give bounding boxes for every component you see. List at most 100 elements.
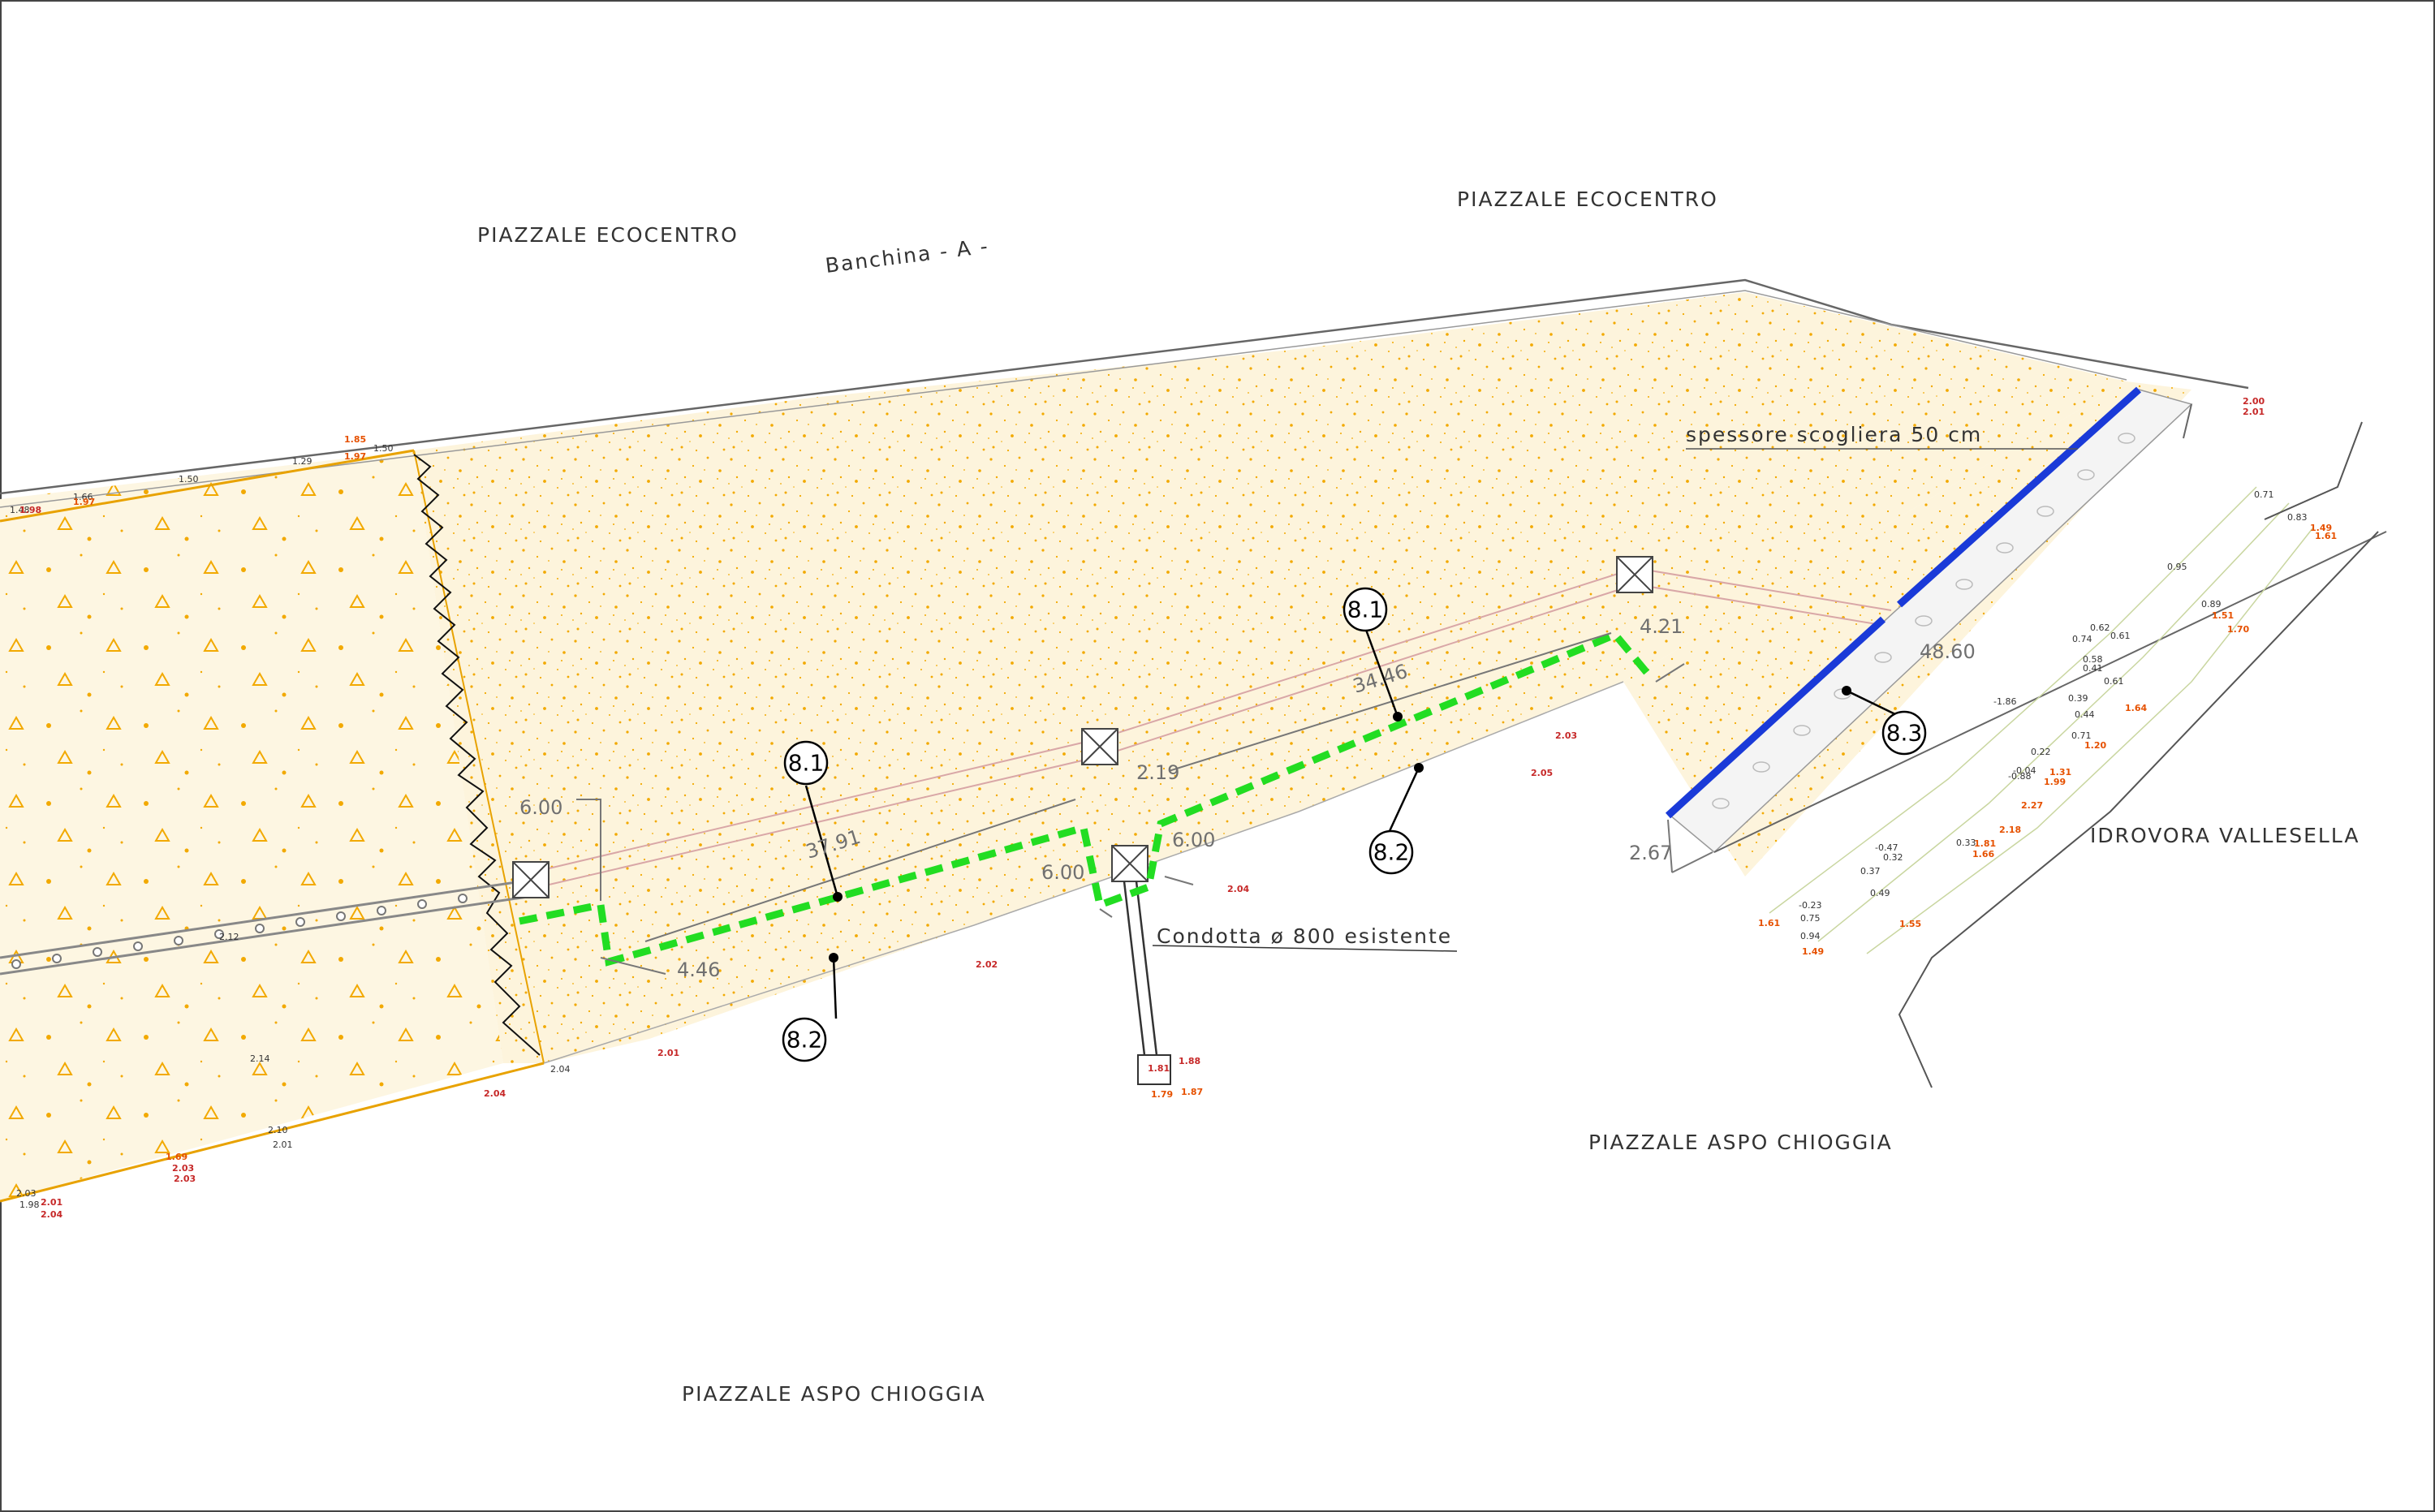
svg-text:2.01: 2.01 <box>657 1048 679 1058</box>
svg-text:0.71: 0.71 <box>2254 489 2274 500</box>
pipe-nodes-left <box>11 894 468 969</box>
svg-text:1.49: 1.49 <box>2310 523 2332 533</box>
svg-text:1.50: 1.50 <box>179 474 199 485</box>
orange-boundary <box>0 449 415 523</box>
svg-text:0.61: 0.61 <box>2104 676 2124 687</box>
svg-text:1.55: 1.55 <box>1899 919 1921 929</box>
svg-text:1.48: 1.48 <box>10 505 30 515</box>
manhole-4 <box>1616 556 1653 593</box>
right-bank-line <box>1898 531 2379 1088</box>
svg-text:-0.23: -0.23 <box>1799 900 1821 911</box>
svg-text:1.66: 1.66 <box>1972 849 1994 859</box>
dim-48-60: 48.60 <box>1920 640 1976 663</box>
svg-text:0.75: 0.75 <box>1800 913 1821 924</box>
svg-text:1.49: 1.49 <box>1802 946 1824 957</box>
svg-text:2.03: 2.03 <box>1555 730 1577 741</box>
svg-text:0.58: 0.58 <box>2083 654 2103 665</box>
svg-text:0.37: 0.37 <box>1860 866 1881 877</box>
quay-edge-outer <box>0 278 2249 495</box>
svg-text:1.98: 1.98 <box>19 505 41 515</box>
svg-text:0.62: 0.62 <box>2090 622 2110 633</box>
zigzag-cut-line <box>413 454 541 1056</box>
dim-4-21: 4.21 <box>1640 615 1683 638</box>
svg-text:0.71: 0.71 <box>2071 730 2092 741</box>
svg-text:1.66: 1.66 <box>73 492 93 502</box>
svg-text:1.61: 1.61 <box>2315 531 2337 541</box>
svg-text:2.00: 2.00 <box>2243 396 2265 407</box>
spot-heights-center: 2.01 2.04 2.02 2.04 2.03 2.05 <box>550 730 1577 1075</box>
dimension-lines <box>576 632 1713 975</box>
svg-text:1.81: 1.81 <box>1974 838 1996 849</box>
svg-text:1.99: 1.99 <box>2044 777 2066 787</box>
label-piazzale-ecocentro-right: PIAZZALE ECOCENTRO <box>1457 187 1718 211</box>
scogliera-blue-line-upper <box>1896 386 2142 608</box>
svg-text:1.51: 1.51 <box>2212 610 2234 621</box>
svg-text:2.04: 2.04 <box>1227 884 1249 894</box>
svg-text:1.79: 1.79 <box>1151 1089 1173 1100</box>
svg-text:0.49: 0.49 <box>1870 888 1890 898</box>
label-condotta: Condotta ø 800 esistente <box>1157 924 1452 948</box>
svg-text:0.89: 0.89 <box>2201 599 2222 610</box>
svg-text:2.03: 2.03 <box>174 1174 196 1184</box>
svg-text:2.12: 2.12 <box>219 932 239 942</box>
callout-8-2-left: 8.2 <box>782 1017 827 1062</box>
svg-text:0.94: 0.94 <box>1800 931 1821 941</box>
dim-4-46: 4.46 <box>677 958 720 981</box>
svg-text:2.03: 2.03 <box>172 1163 194 1174</box>
svg-text:1.70: 1.70 <box>2227 624 2249 635</box>
svg-text:-0.47: -0.47 <box>1875 842 1898 853</box>
callout-8-1-right: 8.1 <box>1342 587 1388 632</box>
quay-edge-inner <box>0 290 2127 508</box>
svg-text:0.41: 0.41 <box>2083 663 2103 674</box>
svg-text:1.50: 1.50 <box>373 443 394 454</box>
svg-text:8.1: 8.1 <box>1347 597 1384 623</box>
svg-text:1.69: 1.69 <box>166 1152 187 1162</box>
svg-text:1.81: 1.81 <box>1148 1063 1170 1074</box>
svg-text:2.03: 2.03 <box>16 1188 37 1199</box>
svg-text:8.1: 8.1 <box>788 750 825 777</box>
svg-text:-1.86: -1.86 <box>1993 696 2016 707</box>
callout-8-3: 8.3 <box>1881 710 1927 756</box>
svg-text:2.27: 2.27 <box>2021 800 2043 811</box>
spot-heights-left: 1.85 1.97 1.50 1.29 1.50 1.66 1.97 1.48 … <box>10 434 506 1220</box>
dim-6-00-right: 6.00 <box>1172 829 1215 851</box>
svg-text:-0.04: -0.04 <box>2013 765 2036 776</box>
callout-8-2-right: 8.2 <box>1368 829 1414 875</box>
label-piazzale-aspo-bottom: PIAZZALE ASPO CHIOGGIA <box>682 1382 986 1406</box>
svg-text:0.61: 0.61 <box>2110 631 2131 641</box>
svg-text:1.64: 1.64 <box>2125 703 2147 713</box>
condotta-outlet <box>1137 1054 1171 1085</box>
callout-8-1-left: 8.1 <box>783 740 829 786</box>
svg-text:2.01: 2.01 <box>2243 407 2265 417</box>
svg-text:8.2: 8.2 <box>1373 839 1410 866</box>
dim-6-00-left: 6.00 <box>519 796 562 819</box>
svg-text:8.2: 8.2 <box>787 1027 823 1053</box>
svg-text:1.87: 1.87 <box>1181 1087 1203 1097</box>
dim-2-67: 2.67 <box>1629 842 1672 864</box>
svg-text:2.04: 2.04 <box>484 1088 506 1099</box>
svg-text:1.61: 1.61 <box>1758 918 1780 928</box>
svg-text:1.97: 1.97 <box>344 451 366 462</box>
svg-text:1.98: 1.98 <box>19 1200 40 1210</box>
svg-text:2.14: 2.14 <box>250 1053 270 1064</box>
svg-text:2.05: 2.05 <box>1531 768 1553 778</box>
svg-text:2.18: 2.18 <box>1999 825 2021 835</box>
dim-2-19: 2.19 <box>1136 761 1179 784</box>
svg-text:2.01: 2.01 <box>273 1139 293 1150</box>
svg-text:0.95: 0.95 <box>2167 562 2187 572</box>
svg-text:0.74: 0.74 <box>2072 634 2092 644</box>
dim-6-00-mid: 6.00 <box>1041 861 1084 884</box>
svg-text:2.10: 2.10 <box>268 1125 288 1135</box>
label-piazzale-aspo-right: PIAZZALE ASPO CHIOGGIA <box>1588 1131 1893 1154</box>
label-piazzale-ecocentro-left: PIAZZALE ECOCENTRO <box>477 223 739 247</box>
svg-text:2.04: 2.04 <box>550 1064 571 1075</box>
svg-text:1.88: 1.88 <box>1179 1056 1200 1066</box>
label-spessore-scogliera: spessore scogliera 50 cm <box>1686 423 1982 446</box>
spot-heights-manhole: 1.81 1.88 1.79 1.87 <box>1148 1056 1203 1100</box>
svg-text:2.02: 2.02 <box>976 959 998 970</box>
svg-text:0.83: 0.83 <box>2287 512 2308 523</box>
callout-leaders <box>804 629 1898 1019</box>
svg-text:1.85: 1.85 <box>344 434 366 445</box>
label-banchina: Banchina - A - <box>824 234 990 278</box>
svg-text:8.3: 8.3 <box>1886 720 1923 747</box>
